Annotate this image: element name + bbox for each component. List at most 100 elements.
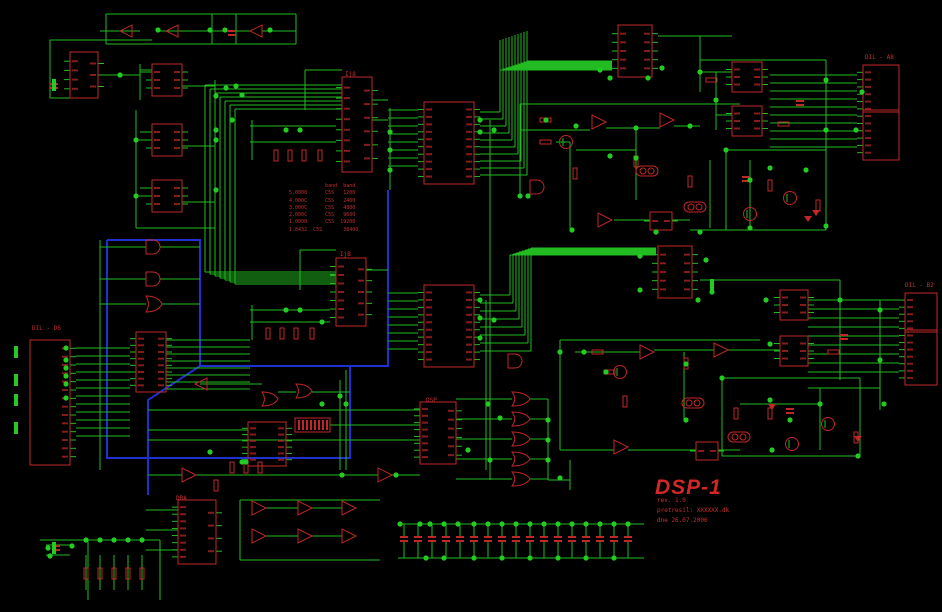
pin-label-mark [208, 524, 214, 527]
junction-dot [139, 537, 145, 543]
pin-label-mark [907, 327, 913, 330]
pin-label-mark [644, 32, 650, 35]
power-terminal-mark [52, 79, 56, 91]
pin-label-mark [684, 288, 690, 291]
capacitor-symbol [414, 536, 422, 538]
junction-dot [133, 137, 139, 143]
resistor-symbol [139, 567, 145, 580]
pin-label-mark [907, 299, 913, 302]
dip-switch-lever [302, 420, 304, 430]
pin-label-mark [782, 357, 788, 360]
junction-dot [283, 127, 289, 133]
capacitor-symbol [610, 536, 618, 538]
pin-label-mark [466, 313, 472, 316]
capacitor-symbol [596, 536, 604, 538]
schematic-title: DSP-1 [655, 476, 722, 499]
ic-mid-label: IjB [340, 251, 351, 258]
capacitor-symbol [582, 540, 590, 542]
junction-dot [417, 521, 423, 527]
pin-label-mark [426, 298, 432, 301]
optocoupler-symbol [731, 433, 739, 441]
buffer-gate-symbol [377, 467, 394, 483]
pin-label-mark [466, 328, 472, 331]
pin-label-mark [448, 445, 454, 448]
capacitor-symbol [624, 540, 632, 542]
pin-label-mark [338, 316, 344, 319]
buffer-gate-symbol [613, 439, 630, 455]
data-bus-line [200, 190, 389, 367]
pin-label-mark [344, 128, 350, 131]
junction-dot [441, 521, 447, 527]
pin-label-mark [180, 541, 186, 544]
buffer-gate-symbol [251, 528, 268, 544]
dip-switch-lever [310, 420, 312, 430]
resistor-symbol [309, 327, 315, 340]
pin-label-mark [907, 313, 913, 316]
pin-label-mark [174, 147, 180, 149]
junction-dot [441, 555, 447, 561]
pin-label-mark [620, 58, 626, 61]
junction-dot [687, 123, 693, 129]
junction-dot [513, 521, 519, 527]
pin-label-mark [644, 50, 650, 52]
junction-dot [545, 457, 551, 463]
capacitor-symbol [554, 536, 562, 538]
transistor-symbol [743, 207, 757, 221]
capacitor-symbol [484, 536, 492, 538]
pin-label-mark [684, 253, 690, 256]
pin-label-mark [154, 187, 160, 189]
pin-label-mark [250, 446, 256, 449]
pin-label-mark [338, 265, 344, 268]
transistor-symbol [613, 365, 627, 379]
transistor-symbol [785, 437, 799, 451]
capacitor-symbol [442, 540, 450, 542]
pin-label-mark [800, 311, 806, 314]
resistor-symbol [287, 149, 293, 162]
pin-label-mark [865, 137, 871, 140]
pin-label-mark [865, 107, 871, 110]
capacitor-symbol [498, 536, 506, 538]
pin-label-mark [422, 435, 428, 438]
capacitor-symbol [796, 100, 804, 102]
junction-dot [243, 459, 249, 465]
pin-label-mark [138, 337, 144, 340]
pin-label-mark [448, 409, 454, 412]
pin-label-mark [466, 351, 472, 354]
ic-u1-package [151, 63, 183, 97]
pin-label-mark [138, 371, 144, 373]
junction-dot [125, 537, 131, 543]
pin-label-mark [62, 405, 68, 408]
pin-label-mark [90, 62, 96, 65]
ic-u2-package [151, 123, 183, 157]
junction-dot [611, 555, 617, 561]
buffer-gate-symbol [659, 112, 676, 128]
pin-label-mark [250, 458, 256, 461]
junction-dot [499, 521, 505, 527]
pin-label-mark [426, 108, 432, 111]
junction-dot [213, 93, 219, 99]
pin-label-mark [154, 203, 160, 205]
junction-dots [14, 27, 887, 561]
pin-label-mark [466, 138, 472, 141]
junction-dot [229, 117, 235, 123]
ic-dsp-package [419, 401, 457, 465]
pin-label-mark [364, 143, 370, 146]
pin-label-mark [208, 550, 214, 553]
ic-right-lower-package [423, 284, 475, 368]
buffer-gate-symbol [248, 24, 263, 38]
ic-dba-label: DBA [176, 495, 187, 502]
pin-label-mark [466, 298, 472, 301]
pin-label-mark [422, 442, 428, 445]
junction-dot [723, 147, 729, 153]
pin-label-mark [448, 427, 454, 430]
junction-dot [477, 335, 483, 341]
buffer-gate-symbol [297, 500, 314, 516]
pin-label-mark [174, 71, 180, 73]
capacitor-symbol [624, 536, 632, 538]
pin-label-mark [660, 262, 666, 265]
connector-divider [862, 109, 900, 113]
junction-dot [47, 553, 53, 559]
or-gate-symbol [510, 471, 531, 487]
capacitor-symbol [470, 540, 478, 542]
pin-label-mark [338, 299, 344, 302]
